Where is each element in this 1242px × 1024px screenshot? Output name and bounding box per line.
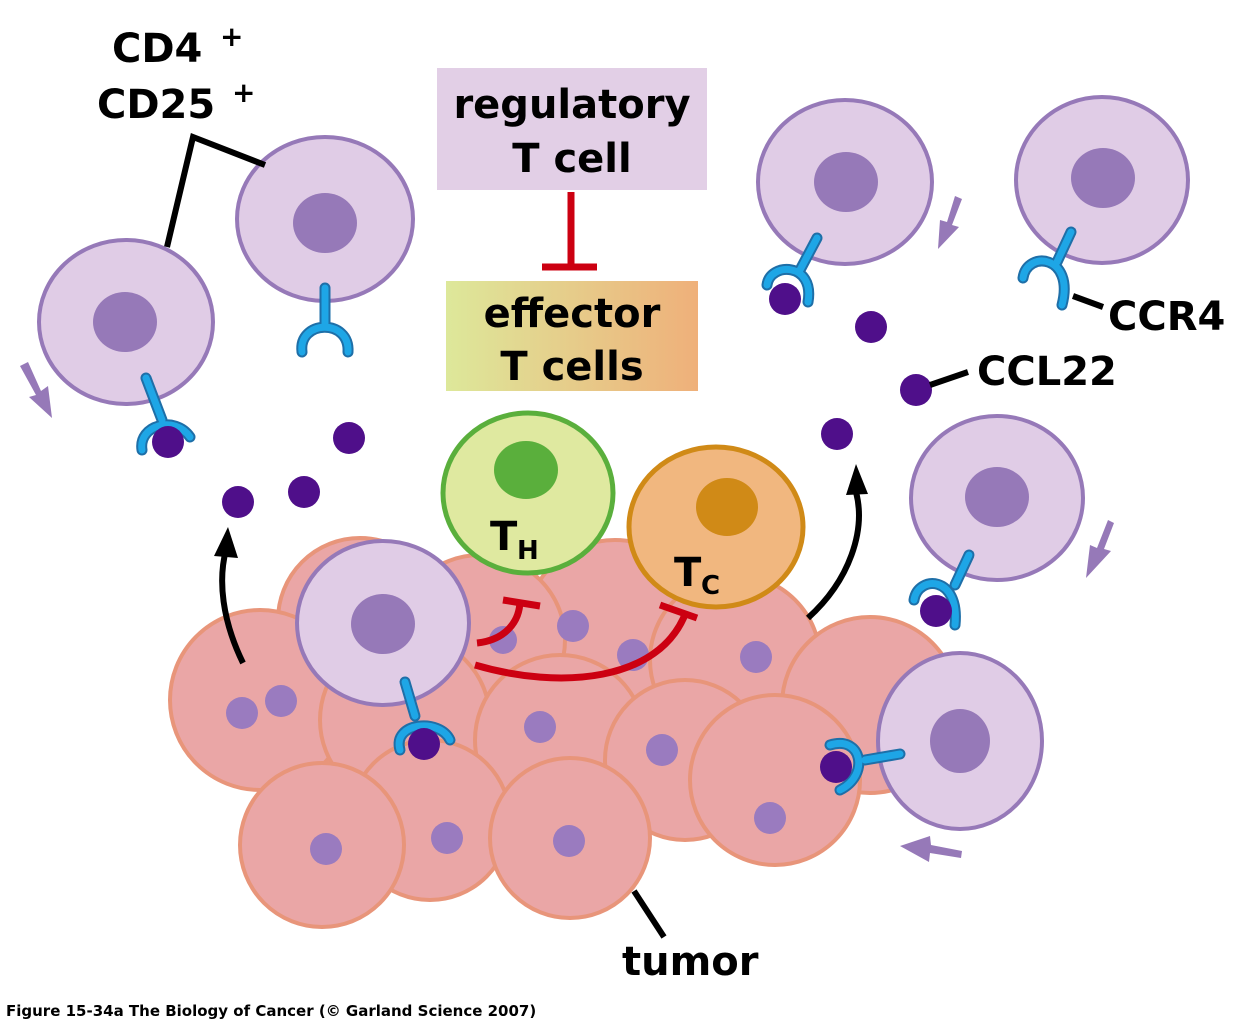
cd4-cd25-leader-line [164, 132, 267, 248]
migration-arrow [938, 196, 962, 249]
nucleus [965, 467, 1029, 527]
effector-label-line2: T cells [500, 344, 643, 390]
tumor-nucleus [557, 610, 589, 642]
th-label-main: T [490, 514, 518, 560]
regulatory-label-line2: T cell [512, 136, 631, 182]
ligand-dot [222, 486, 254, 518]
tumor-nucleus [646, 734, 678, 766]
inhibition-tc [474, 601, 699, 682]
tumor-nucleus [524, 711, 556, 743]
ligand-dot [855, 311, 887, 343]
tumor-nucleus [740, 641, 772, 673]
tumor-nucleus [265, 685, 297, 717]
nucleus [930, 709, 990, 773]
tumor-label: tumor [622, 939, 759, 985]
ligand-dot [821, 418, 853, 450]
ccr4-receptor [296, 282, 354, 358]
regulatory-t-cell [235, 135, 415, 358]
ccr4-receptor [1017, 226, 1077, 311]
bound-ligand [920, 595, 952, 627]
ligand-dot [900, 374, 932, 406]
migration-arrow [20, 362, 52, 418]
ccl22-leader-line [929, 369, 969, 388]
ccr4-receptor [908, 549, 975, 631]
nucleus [293, 193, 357, 253]
regulatory-t-cell [820, 651, 1044, 831]
helper-t-cell: T H [440, 410, 616, 576]
figure-caption: Figure 15-34a The Biology of Cancer (© G… [6, 1002, 536, 1020]
effector-t-cells-box [446, 281, 698, 391]
ccr4-receptor [136, 372, 196, 456]
ccl22-ligands [222, 311, 932, 518]
ccr4-receptor [393, 676, 456, 756]
nucleus [93, 292, 157, 352]
tumor-mass [168, 536, 960, 929]
bound-ligand [152, 426, 184, 458]
regulatory-t-cell [756, 98, 934, 315]
inhibition-box-connector [542, 192, 597, 271]
nucleus [351, 594, 415, 654]
tumor-nucleus [310, 833, 342, 865]
tumor-leader-line [631, 889, 667, 939]
ligand-dot [288, 476, 320, 508]
cd25-label: CD25 [97, 82, 215, 128]
bound-ligand [408, 728, 440, 760]
ccl22-label: CCL22 [977, 349, 1117, 395]
inhibition-th [476, 596, 541, 647]
cd4-plus: + [220, 20, 243, 53]
tc-label-main: T [674, 550, 702, 596]
regulatory-t-cell [908, 414, 1085, 631]
nucleus [494, 441, 558, 499]
migration-arrow [1086, 520, 1114, 578]
regulatory-t-cell [295, 539, 471, 760]
secretion-arrow-left [214, 527, 246, 665]
ccr4-receptor [824, 737, 906, 796]
nucleus [1071, 148, 1135, 208]
regulatory-t-cell [1014, 95, 1190, 311]
tc-label-sub: C [701, 571, 720, 601]
cytotoxic-t-cell: T C [626, 444, 806, 610]
regulatory-t-cell-box [437, 68, 707, 190]
tumor-nucleus [754, 802, 786, 834]
regulatory-label-line1: regulatory [453, 82, 690, 128]
nucleus [814, 152, 878, 212]
secretion-arrow-right [805, 464, 868, 621]
tumor-nucleus [489, 626, 517, 654]
ligand-dot [333, 422, 365, 454]
tumor-cell [688, 693, 862, 867]
cd25-plus: + [232, 76, 255, 109]
th-label-sub: H [517, 536, 539, 566]
tumor-nucleus [226, 697, 258, 729]
effector-label-line1: effector [484, 291, 661, 337]
bound-ligand [769, 283, 801, 315]
tumor-nucleus [431, 822, 463, 854]
regulatory-t-cell [37, 238, 215, 458]
ccr4-receptor [761, 232, 823, 308]
bound-ligand [820, 751, 852, 783]
ccr4-leader-line [1071, 293, 1105, 310]
migration-arrow [900, 836, 962, 862]
tumor-nucleus [553, 825, 585, 857]
nucleus [696, 478, 758, 536]
ccr4-label: CCR4 [1108, 294, 1225, 340]
cd4-label: CD4 [112, 26, 202, 72]
